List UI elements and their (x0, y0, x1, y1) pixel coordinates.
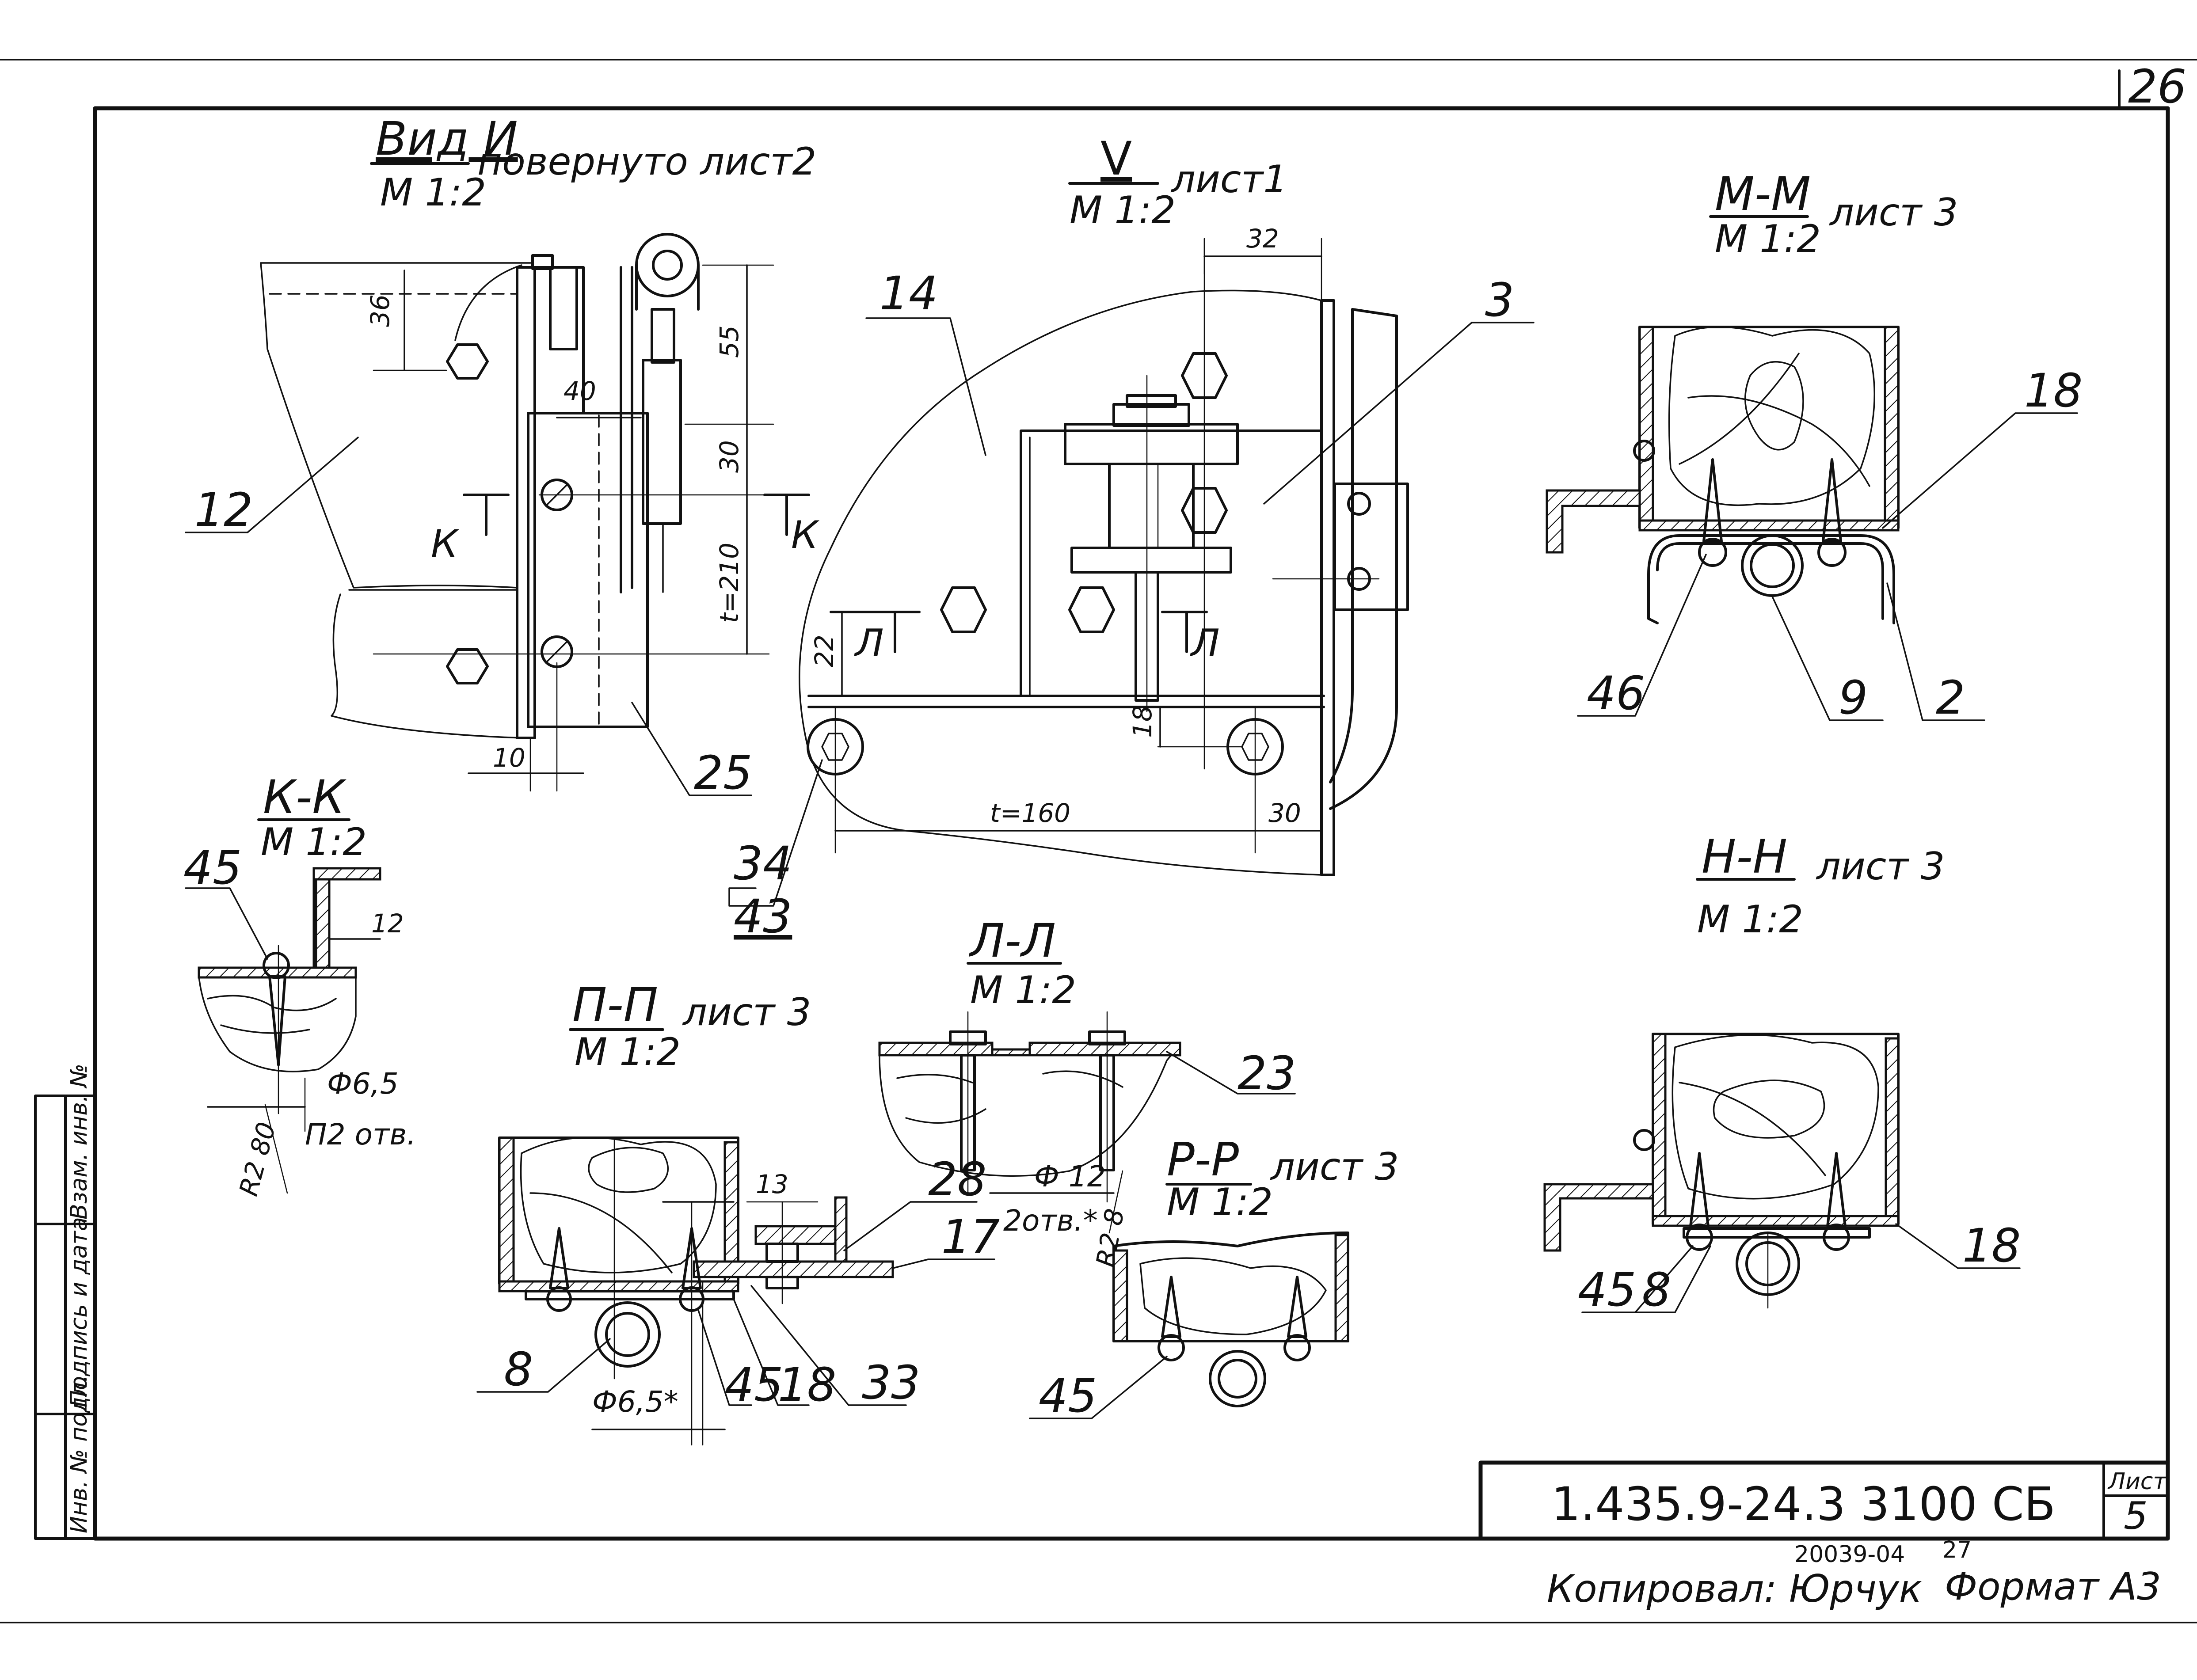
section-kk-name: К-К (263, 770, 346, 824)
callout-12: 12 (194, 483, 253, 537)
section-nn-name: Н-Н (1702, 830, 1787, 884)
callout-18-pp: 18 (778, 1358, 836, 1412)
section-rr-scale: М 1:2 (1167, 1180, 1273, 1224)
callout-45-nn: 45 (1578, 1263, 1636, 1317)
frame (0, 59, 2197, 1623)
callout-33: 33 (862, 1356, 920, 1410)
section-nn-drawing (1543, 1033, 2021, 1313)
section-pp-note: лист 3 (682, 990, 811, 1034)
callout-2: 2 (1936, 671, 1965, 725)
view-v-drawing (728, 238, 1534, 907)
callout-14: 14 (880, 266, 938, 320)
dim-13: 13 (756, 1169, 788, 1199)
section-mm-scale: М 1:2 (1715, 217, 1821, 261)
dim-36: 36 (365, 294, 395, 327)
section-rr-drawing (1029, 1231, 1349, 1419)
callout-17: 17 (941, 1210, 1000, 1264)
dim-18: 18 (1127, 705, 1158, 738)
dim-55: 55 (714, 325, 744, 358)
section-nn-note: лист 3 (1816, 844, 1945, 889)
dim-holes-ll: 2отв.* (1003, 1204, 1098, 1238)
dim-30: 30 (714, 440, 744, 473)
view-v-name: V (1100, 132, 1132, 186)
list-label: Лист (2107, 1468, 2167, 1495)
section-kk-drawing (185, 867, 381, 1194)
section-rr-note: лист 3 (1270, 1145, 1399, 1189)
section-mm-name: М-М (1715, 167, 1811, 221)
cut-k-left: К (431, 522, 460, 566)
callout-45-kk: 45 (183, 841, 242, 895)
section-pp-scale: М 1:2 (575, 1030, 681, 1074)
side-stamp-podpis: Подпись и дата (66, 1217, 92, 1407)
dim-phi12: Ф 12 (1034, 1159, 1106, 1193)
dim-holes-kk: П2 отв. (305, 1117, 416, 1152)
side-stamp (34, 1095, 96, 1540)
callout-34: 34 (734, 836, 792, 890)
order-number: 20039-04 (1794, 1541, 1905, 1568)
side-stamp-inv-podl: Инв. № подл. (66, 1375, 92, 1533)
section-nn-scale: М 1:2 (1697, 897, 1803, 942)
section-mm-note: лист 3 (1829, 190, 1958, 235)
side-stamp-vzam: Взам. инв. № (66, 1064, 92, 1220)
section-pp-drawing (476, 1136, 995, 1446)
callout-25: 25 (694, 746, 752, 800)
callout-8-nn: 8 (1642, 1263, 1671, 1317)
section-rr-name: Р-Р (1167, 1133, 1239, 1186)
dim-30b: 30 (1268, 798, 1301, 828)
callout-28: 28 (928, 1152, 986, 1206)
corner-page-number: 26 (2128, 60, 2186, 114)
dim-10: 10 (493, 743, 525, 773)
dim-40: 40 (564, 376, 596, 406)
dim-t210: t=210 (714, 543, 744, 623)
dim-t160: t=160 (990, 798, 1070, 828)
callout-45-rr: 45 (1039, 1369, 1097, 1423)
dim-12: 12 (371, 908, 404, 939)
view-i-scale: М 1:2 (380, 171, 486, 215)
section-ll-scale: М 1:2 (970, 968, 1076, 1012)
cut-k-right: К (791, 513, 820, 557)
dim-phi65-star: Ф6,5* (592, 1385, 678, 1419)
callout-18-mm: 18 (2024, 364, 2083, 418)
callout-18-nn: 18 (1962, 1219, 2021, 1273)
cut-l-right: Л (1190, 621, 1220, 665)
order-number-2: 27 (1942, 1537, 1972, 1563)
dim-22: 22 (809, 635, 839, 667)
callout-46: 46 (1587, 666, 1645, 720)
section-ll-drawing (878, 1011, 1296, 1234)
title-block (1478, 1460, 2170, 1541)
section-kk-scale: М 1:2 (261, 820, 367, 864)
callout-45-pp: 45 (725, 1358, 783, 1412)
dim-phi65: Ф6,5 (327, 1067, 399, 1101)
view-v-note: лист1 (1170, 157, 1287, 201)
view-i-drawing (185, 233, 810, 796)
view-v-scale: М 1:2 (1070, 188, 1176, 232)
callout-9: 9 (1839, 671, 1868, 725)
view-i-name: Вид И (376, 112, 518, 166)
section-mm-drawing (1546, 326, 2078, 721)
section-pp-name: П-П (572, 978, 658, 1032)
callout-8-pp: 8 (504, 1342, 533, 1396)
dim-32: 32 (1246, 224, 1279, 254)
callout-3: 3 (1485, 273, 1514, 327)
list-number: 5 (2124, 1494, 2148, 1538)
copied-by: Копировал: Юрчук (1547, 1567, 1922, 1611)
section-ll-name: Л-Л (968, 914, 1056, 968)
callout-43: 43 (734, 889, 792, 943)
cut-l-left: Л (854, 621, 884, 665)
view-i-note: повернуто лист2 (477, 140, 816, 184)
paper-format: Формат А3 (1945, 1565, 2161, 1609)
callout-23: 23 (1237, 1046, 1296, 1100)
document-code: 1.435.9-24.3 3100 СБ (1551, 1477, 2056, 1531)
dim-r2-80: R2 80 (233, 1119, 282, 1199)
